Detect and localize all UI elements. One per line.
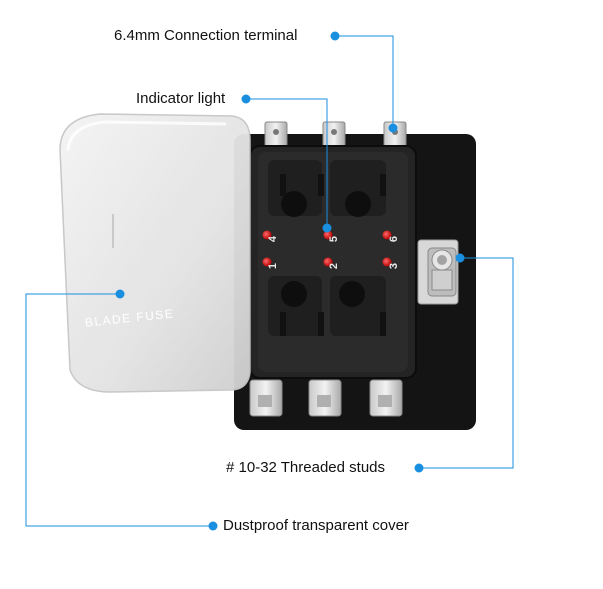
callout-dots xyxy=(115,31,465,531)
callout-dot-cover-start xyxy=(208,521,218,531)
led-4 xyxy=(262,230,272,240)
led-5 xyxy=(323,230,333,240)
callout-dot-indicator-end xyxy=(322,223,332,233)
callout-line-studs xyxy=(419,257,514,469)
slot-numbers: 4 5 6 1 2 3 xyxy=(267,235,400,269)
callout-dot-terminal-end xyxy=(388,123,398,133)
slot-number-5: 5 xyxy=(328,236,340,242)
callout-connection-terminal: 6.4mm Connection terminal xyxy=(114,27,298,44)
bottom-terminals xyxy=(249,379,403,417)
callout-lines xyxy=(25,35,514,527)
top-fuse-slots xyxy=(268,160,386,217)
slot-number-2: 2 xyxy=(328,263,340,269)
callout-dustproof-cover: Dustproof transparent cover xyxy=(223,517,409,534)
slot-number-3: 3 xyxy=(388,263,400,269)
callout-dot-cover-end xyxy=(115,289,125,299)
dustproof-cover: BLADE FUSE xyxy=(59,113,251,393)
slot-number-1: 1 xyxy=(267,263,279,269)
led-1 xyxy=(262,257,272,267)
slot-number-6: 6 xyxy=(388,236,400,242)
led-2 xyxy=(323,257,333,267)
slot-number-4: 4 xyxy=(267,235,279,242)
callout-threaded-studs: # 10-32 Threaded studs xyxy=(226,459,386,476)
led-3 xyxy=(382,257,392,267)
callout-indicator-light: Indicator light xyxy=(136,90,226,107)
indicator-leds xyxy=(262,230,392,267)
callout-dot-indicator-start xyxy=(241,94,251,104)
callout-dot-studs-start xyxy=(414,463,424,473)
led-6 xyxy=(382,230,392,240)
callout-dot-studs-end xyxy=(455,253,465,263)
callout-line-terminal xyxy=(335,35,394,128)
callout-line-indicator xyxy=(246,98,328,228)
callout-line-cover xyxy=(25,293,213,527)
bottom-fuse-slots xyxy=(268,276,386,336)
callout-dot-terminal-start xyxy=(330,31,340,41)
threaded-stud xyxy=(417,239,459,305)
